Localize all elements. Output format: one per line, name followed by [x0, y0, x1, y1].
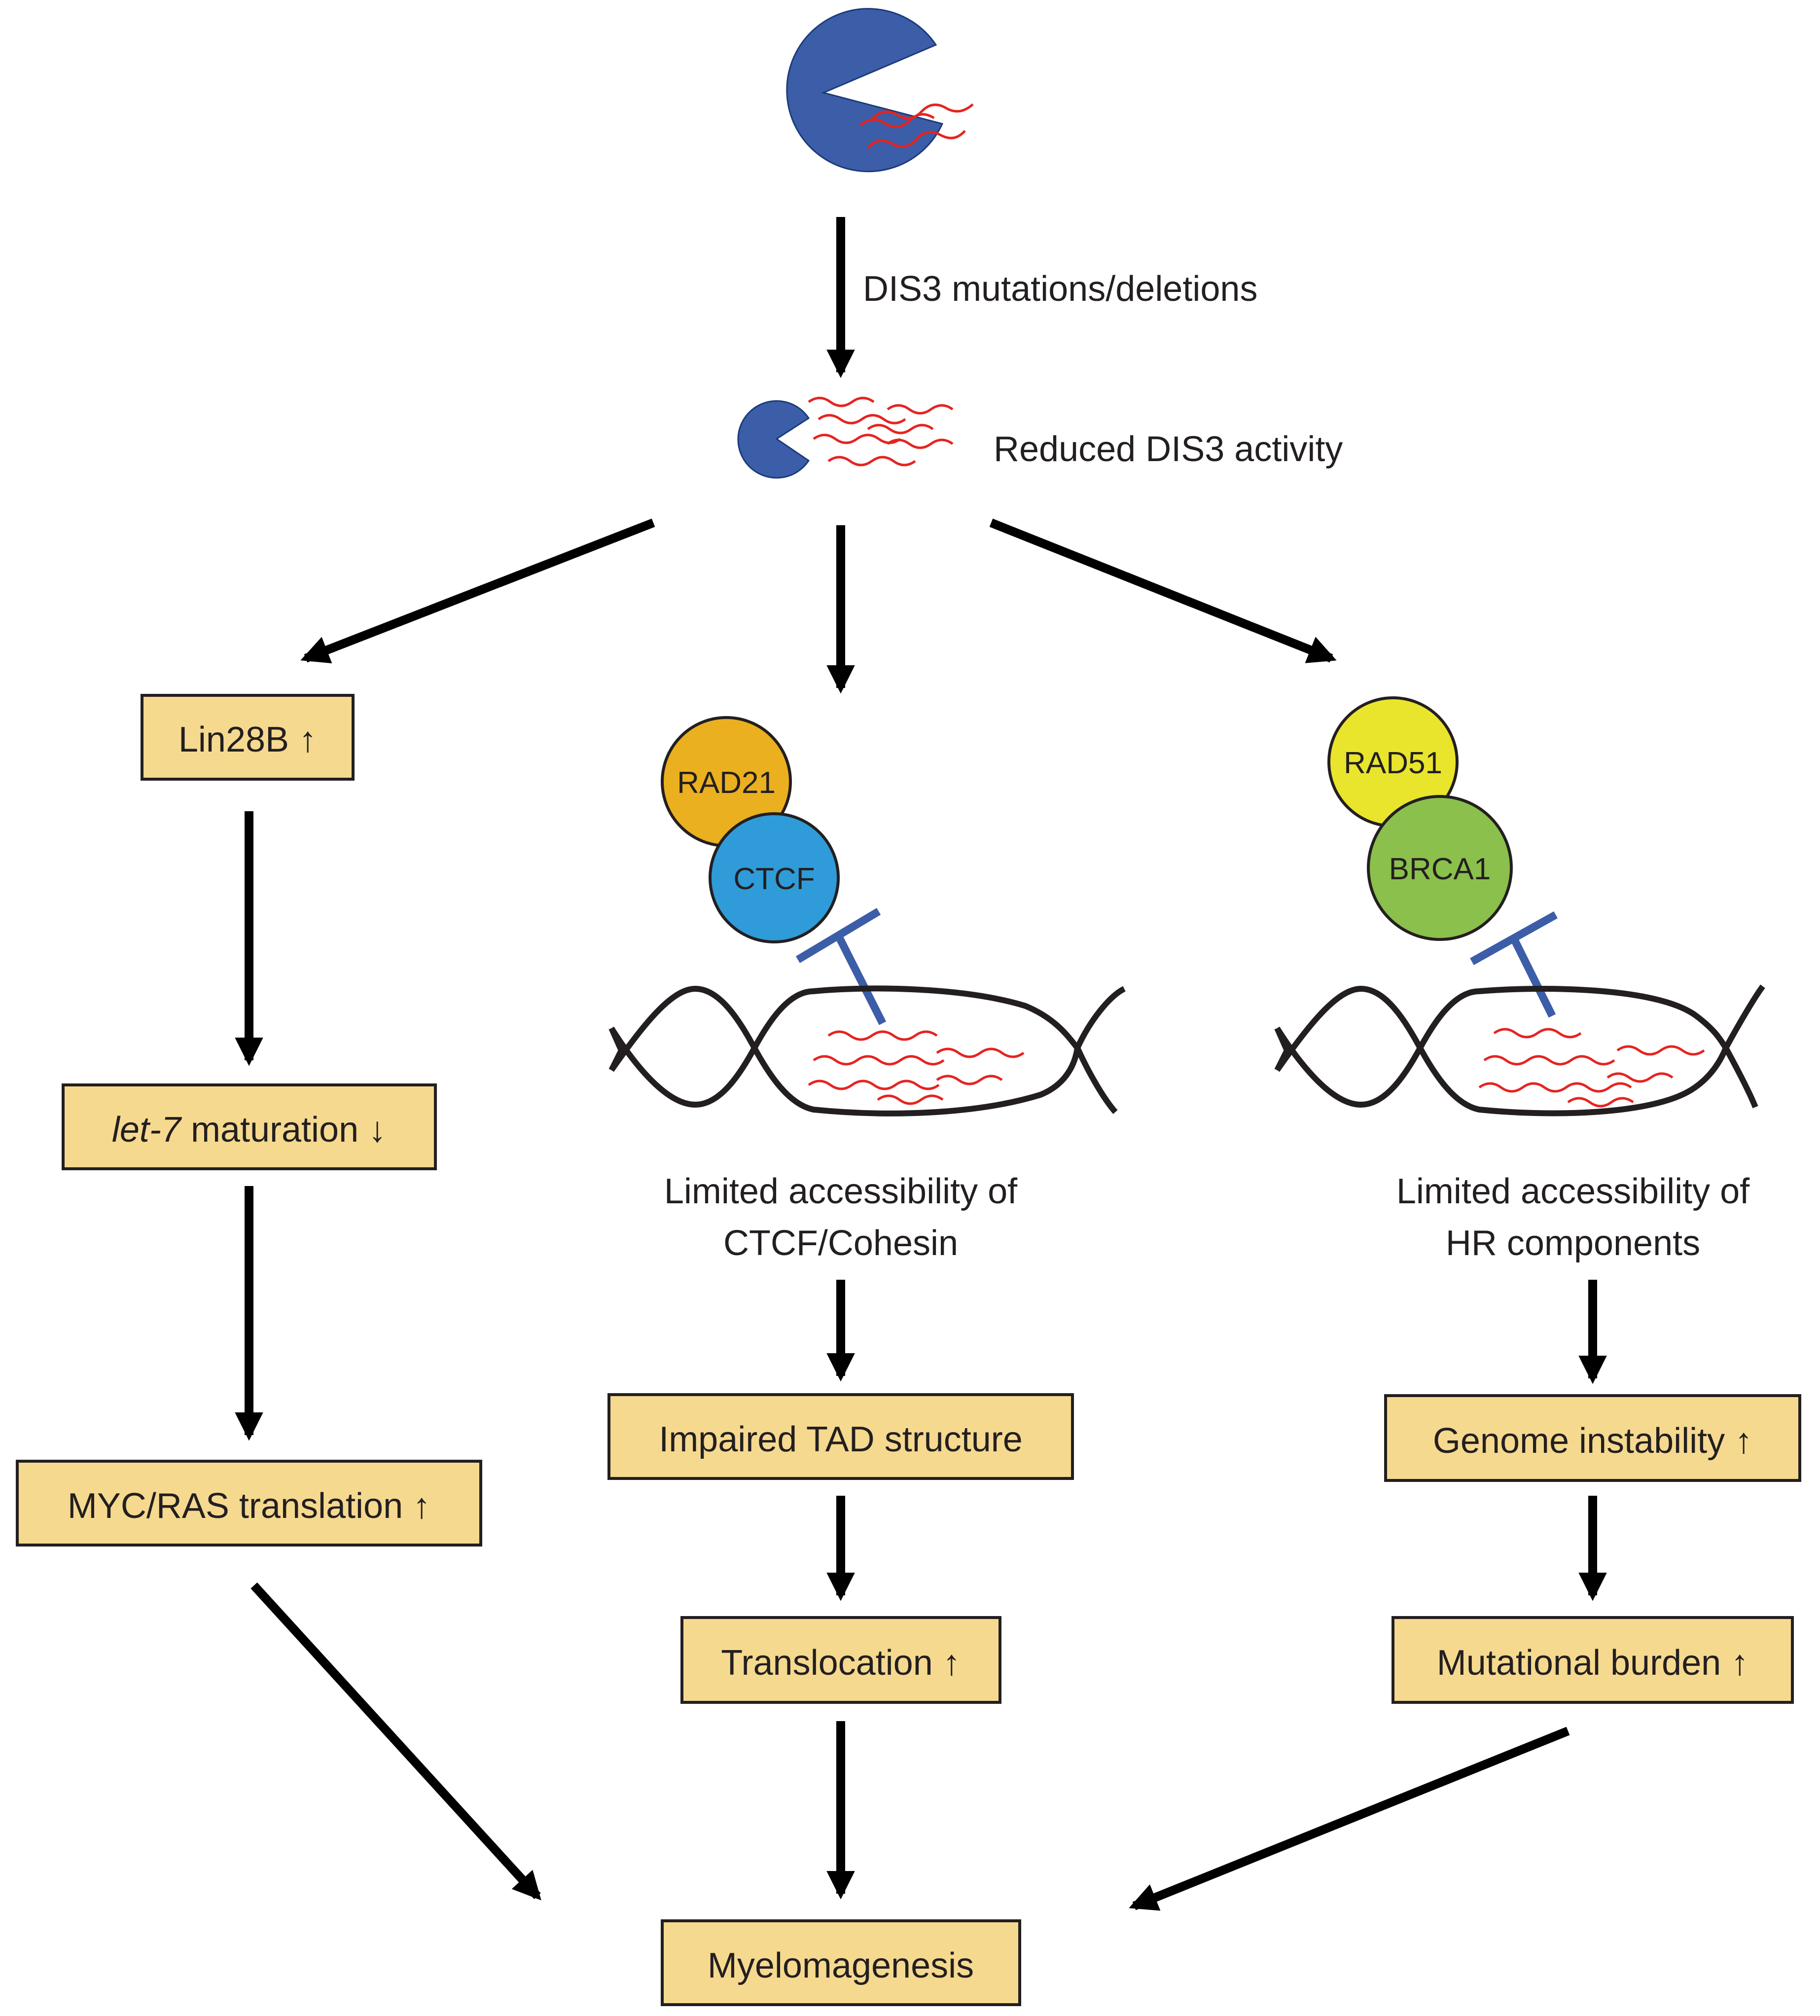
dis3-enzyme-small — [737, 396, 954, 479]
hr-access-line1: Limited accessibility of — [1396, 1172, 1750, 1211]
dis3-enzyme-large — [786, 8, 974, 173]
box-translocation — [680, 1616, 1001, 1704]
box-mutational-label: Mutational burden ↑ — [1437, 1643, 1749, 1683]
box-genome — [1384, 1394, 1801, 1482]
hr-access-line2: HR components — [1446, 1224, 1700, 1263]
box-tad — [607, 1393, 1074, 1480]
chromatin-loop-middle — [608, 985, 1126, 1116]
box-mutational — [1392, 1616, 1794, 1704]
box-lin28b-label: Lin28B ↑ — [178, 720, 317, 759]
hr-complex: RAD51 BRCA1 — [1327, 696, 1513, 941]
let7-rest: maturation ↓ — [181, 1110, 386, 1150]
rna-in-loop-middle — [808, 1030, 1025, 1105]
dis3-enzyme-small-body — [737, 400, 810, 479]
brca1-label: BRCA1 — [1389, 852, 1491, 886]
rna-in-loop-right — [1478, 1028, 1705, 1108]
ctcf-circle — [709, 812, 840, 943]
rna-fragments-reduced — [808, 396, 954, 467]
box-lin28b — [141, 694, 355, 781]
arrow-myc-myelomagenesis — [250, 1582, 541, 1901]
box-myelomagenesis — [661, 1919, 1021, 2006]
arrow-branch-left — [300, 518, 655, 664]
box-myc-ras-label: MYC/RAS translation ↑ — [68, 1486, 430, 1526]
ctcf-cohesin-complex: RAD21 CTCF — [661, 716, 840, 943]
inhibitor-hr-bar — [1470, 911, 1558, 965]
mutation-label: DIS3 mutations/deletions — [863, 269, 1257, 309]
ctcf-label: CTCF — [733, 862, 815, 896]
arrow-mutational-myelomagenesis — [1129, 1727, 1570, 1911]
rad21-label: RAD21 — [677, 766, 776, 800]
box-myelomagenesis-label: Myelomagenesis — [708, 1946, 974, 1985]
box-genome-label: Genome instability ↑ — [1433, 1421, 1752, 1461]
rna-fragments-top — [859, 103, 974, 149]
rad51-label: RAD51 — [1344, 746, 1442, 780]
ctcf-access-line1: Limited accessibility of — [664, 1172, 1018, 1211]
let7-italic: let-7 — [112, 1110, 182, 1150]
inhibitor-ctcf-stem — [834, 934, 887, 1025]
inhibitor-ctcf — [795, 908, 887, 1025]
reduced-label: Reduced DIS3 activity — [994, 430, 1343, 469]
box-let7 — [62, 1083, 437, 1170]
inhibitor-hr-stem — [1510, 936, 1556, 1018]
chromatin-loop-right — [1274, 984, 1765, 1116]
box-translocation-label: Translocation ↑ — [721, 1643, 961, 1683]
dis3-enzyme-large-body — [786, 8, 944, 173]
box-let7-label: let-7 maturation ↓ — [112, 1110, 386, 1150]
box-myc-ras — [16, 1460, 482, 1547]
box-tad-label: Impaired TAD structure — [659, 1420, 1023, 1459]
ctcf-access-line2: CTCF/Cohesin — [723, 1224, 958, 1263]
arrow-branch-right — [989, 518, 1337, 663]
brca1-circle — [1367, 795, 1513, 941]
inhibitor-hr — [1470, 911, 1558, 1018]
